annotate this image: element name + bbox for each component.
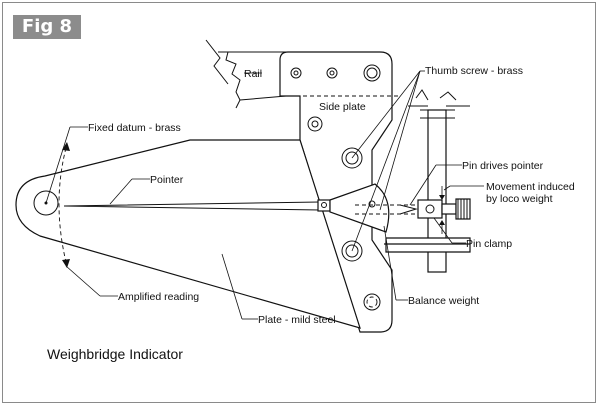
amplified-reading-label: Amplified reading	[118, 291, 199, 303]
diagram-title: Weighbridge Indicator	[47, 346, 183, 362]
movement-label-line1: Movement induced	[486, 181, 575, 193]
rail	[205, 39, 287, 109]
rail-label: Rail	[244, 68, 262, 80]
figure-frame	[2, 2, 596, 403]
pointer	[63, 199, 331, 212]
plate-label: Plate - mild steel	[258, 314, 336, 326]
upright-column	[384, 89, 471, 273]
movement-label-line2: by loco weight	[486, 193, 553, 205]
pin-clamp	[355, 198, 471, 220]
balance-weight-label: Balance weight	[408, 295, 479, 307]
thumb-screw-upper	[341, 147, 363, 169]
figure-label: Fig 8	[13, 15, 81, 39]
side-plate-label: Side plate	[319, 101, 366, 113]
pin-drives-pointer-label: Pin drives pointer	[462, 160, 544, 172]
main-plate	[15, 139, 361, 329]
fixed-datum-label: Fixed datum - brass	[88, 122, 181, 134]
balance-weight	[329, 183, 390, 233]
pointer-label: Pointer	[150, 174, 184, 186]
thumb-screw-label: Thumb screw - brass	[425, 65, 523, 77]
leader-lines	[45, 70, 484, 320]
amplified-reading-arc	[58, 142, 70, 268]
movement-arrow	[439, 186, 445, 234]
pin-clamp-label: Pin clamp	[466, 238, 512, 250]
thumb-screw-lower	[341, 240, 363, 262]
side-plate	[279, 51, 400, 333]
